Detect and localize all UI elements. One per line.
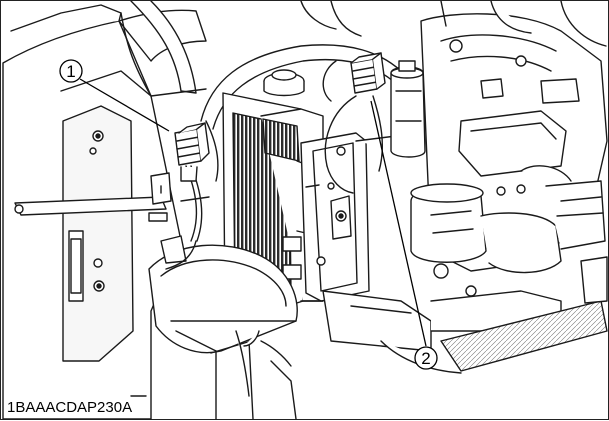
wiring-harness: [165, 60, 384, 270]
radiator-support-bracket: [300, 132, 400, 302]
starter-motor: [410, 165, 606, 274]
callout-2-number: 2: [421, 349, 430, 368]
filler-cap: [263, 69, 305, 97]
lower-frame: [322, 256, 608, 374]
callout-1-leader: [79, 78, 170, 132]
connector-1: [174, 122, 210, 182]
detail-lines: [120, 12, 324, 420]
figure-caption: 1BAAACDAP230A: [5, 399, 135, 417]
callout-2: 2: [414, 346, 438, 370]
callout-2-leader: [370, 100, 427, 347]
left-body-panel: [2, 4, 182, 420]
callout-1-number: 1: [66, 62, 75, 81]
reservoir-tank: [390, 60, 426, 158]
connector-2: [350, 52, 386, 94]
callout-1: 1: [59, 59, 83, 83]
air-cleaner-cover: [148, 235, 298, 420]
